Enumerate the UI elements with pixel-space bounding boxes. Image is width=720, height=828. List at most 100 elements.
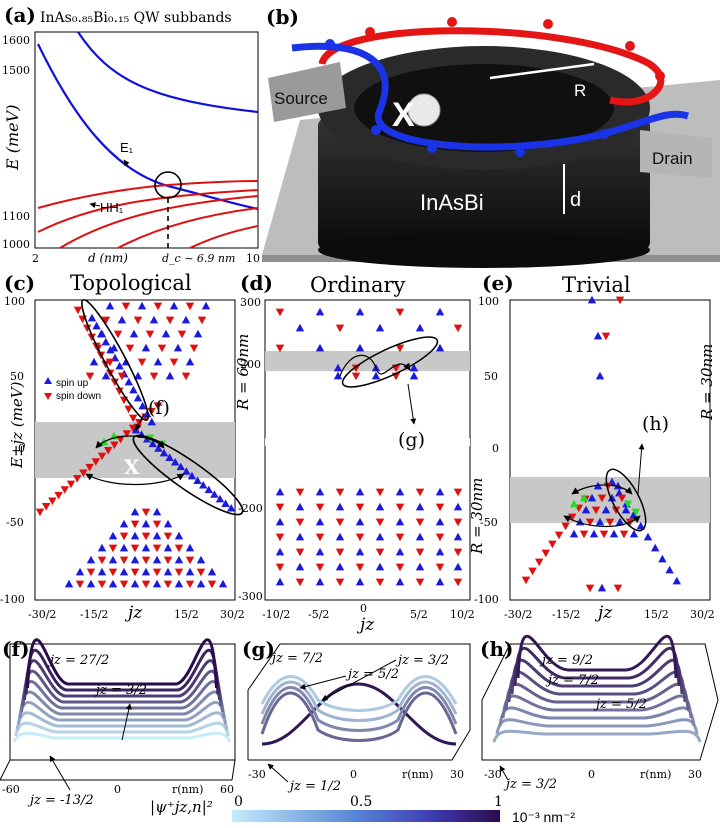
spin-marker (599, 129, 609, 139)
spin-up-marker (171, 458, 180, 466)
spin-down-marker (415, 548, 425, 557)
spin-up-marker (106, 345, 115, 354)
spin-down-marker (75, 580, 85, 589)
panel-b-d-label: d (570, 189, 581, 211)
spin-up-marker (138, 401, 147, 410)
panel-e-frame (509, 299, 711, 601)
panel-c-xtick: 15/2 (174, 608, 199, 621)
spin-down-marker (528, 567, 537, 576)
panel-f-annotation: jz = 3/2 (93, 683, 147, 698)
panel-e-label: (e) (482, 271, 514, 295)
spin-down-marker (185, 580, 195, 589)
spin-up-marker (315, 487, 325, 496)
panel-g-annotation: jz = 7/2 (269, 651, 323, 666)
panel-e-scatter-arrow (571, 484, 633, 495)
panel-e-ytick: -50 (480, 516, 498, 529)
spin-down-marker (181, 372, 191, 381)
spin-up-marker (415, 323, 425, 332)
panel-b-disk-bottom (318, 232, 650, 268)
spin-marker (655, 71, 665, 81)
panel-e-xlabel: jz (594, 603, 613, 623)
panel-e-ytick: 0 (492, 442, 499, 455)
spin-up-marker (196, 579, 206, 588)
spin-down-marker (145, 330, 155, 339)
spin-up-marker (165, 453, 174, 461)
spin-down-marker (141, 556, 151, 565)
density-curve (17, 700, 227, 725)
panel-c-xtick: -15/2 (80, 608, 108, 621)
legend-down-label: spin down (56, 391, 101, 402)
spin-down-marker (130, 568, 140, 577)
spin-down-marker (130, 520, 140, 529)
panel-c-markers (35, 301, 236, 589)
spin-up-marker (581, 505, 591, 514)
panel-c-ytick: -50 (6, 516, 24, 529)
panel-e-title: Trivial (562, 273, 631, 297)
spin-up-marker (152, 507, 162, 516)
panel-g-arrow (321, 659, 397, 701)
panel-b-impurity (407, 93, 441, 127)
spin-down-marker (453, 488, 463, 497)
spin-up-marker (335, 532, 345, 541)
spin-up-marker (453, 502, 463, 511)
spin-down-marker (453, 548, 463, 557)
panel-e-markers (521, 295, 681, 593)
panel-c: (c) Topological E±jz (meV) 100 50 0 -50 … (0, 271, 245, 623)
panel-g-box-edge (247, 643, 281, 691)
panel-g-xtick: -30 (248, 768, 266, 781)
spin-up-marker (629, 529, 639, 538)
spin-up-marker (86, 555, 96, 564)
colorbar-tick: 0.5 (350, 794, 372, 810)
panel-g: (g) jz = 7/2 jz = 5/2 jz = 3/2 jz = 1/2 … (242, 637, 471, 794)
spin-up-marker (355, 577, 365, 586)
spin-up-marker (130, 531, 140, 540)
spin-up-marker (108, 531, 118, 540)
spin-up-marker (143, 409, 152, 418)
panel-d-ytick: -300 (238, 590, 263, 603)
spin-up-marker (672, 576, 681, 585)
spin-down-marker (315, 563, 325, 572)
panel-h-arrow (499, 765, 509, 781)
spin-up-marker (569, 529, 579, 538)
spin-down-marker (597, 494, 607, 503)
spin-up-marker (147, 417, 156, 426)
panel-b-blue-spins (325, 39, 609, 157)
spin-down-marker (117, 372, 127, 381)
spin-up-marker (174, 531, 184, 540)
panel-d-gap-band (265, 351, 470, 371)
spin-down-marker (185, 302, 195, 311)
spin-down-marker (104, 447, 113, 455)
spin-down-marker (130, 544, 140, 553)
spin-down-marker (453, 518, 463, 527)
panel-c-x-mark: X (124, 455, 140, 479)
spin-down-marker (97, 556, 107, 565)
spin-up-marker (141, 519, 151, 528)
spin-up-marker (97, 567, 107, 576)
spin-up-marker (375, 323, 385, 332)
spin-down-marker (157, 344, 167, 353)
spin-down-marker (435, 563, 445, 572)
panel-h-xtick: r(nm) (640, 768, 671, 781)
spin-up-marker (295, 502, 305, 511)
spin-down-marker (124, 405, 133, 414)
spin-up-marker (295, 562, 305, 571)
spin-down-marker (119, 532, 129, 541)
spin-up-marker (587, 295, 597, 304)
spin-up-marker (129, 385, 138, 394)
spin-down-marker (66, 480, 76, 489)
spin-down-marker (133, 316, 143, 325)
spin-marker (371, 125, 381, 135)
spin-down-marker (91, 458, 100, 466)
spin-down-marker (535, 558, 544, 567)
spin-up-marker (375, 562, 385, 571)
spin-up-marker (101, 371, 111, 380)
spin-down-marker (174, 544, 184, 553)
spin-up-marker (181, 315, 191, 324)
spin-up-marker (275, 517, 285, 526)
panel-f-annotation: jz = 27/2 (47, 653, 109, 668)
panel-c-ellipse-upper (81, 298, 149, 422)
panel-h-xtick: 0 (588, 768, 595, 781)
spin-down-marker (395, 503, 405, 512)
spin-down-marker (141, 508, 151, 517)
